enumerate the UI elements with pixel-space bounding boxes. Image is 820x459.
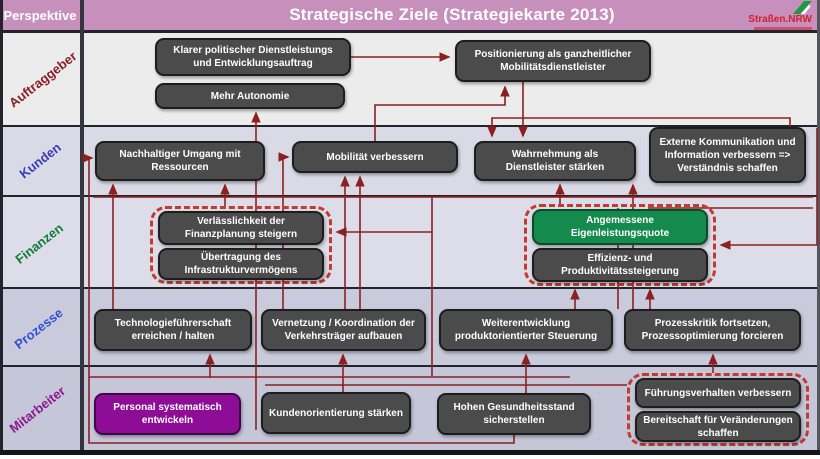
row-auftraggeber xyxy=(0,33,820,127)
goal-box-bereitschaft: Bereitschaft für Veränderungen schaffen xyxy=(635,411,801,442)
title-band: Strategische Ziele (Strategiekarte 2013) xyxy=(84,0,820,30)
goal-box-externe-kommunikation: Externe Kommunikation und Information ve… xyxy=(649,127,806,183)
goal-box-mobilitaet: Mobilität verbessern xyxy=(292,141,458,173)
goal-box-technologie: Technologieführerschaft erreichen / halt… xyxy=(94,309,252,351)
leaf-road-icon xyxy=(793,1,812,14)
goal-box-klarer-auftrag: Klarer politischer Dienstleistungs und E… xyxy=(155,38,351,76)
goal-box-prozesskritik: Prozesskritik fortsetzen, Prozessoptimie… xyxy=(624,309,801,351)
logo-tagline-bar xyxy=(754,27,812,30)
goal-box-mehr-autonomie: Mehr Autonomie xyxy=(155,83,345,109)
goal-box-weiterentwicklung: Weiterentwicklung produktorientierter St… xyxy=(439,309,613,351)
perspective-header-label: Perspektive xyxy=(3,7,77,23)
goal-box-nachhaltiger-umgang: Nachhaltiger Umgang mit Ressourcen xyxy=(95,141,265,181)
logo-text: Straßen.NRW xyxy=(748,14,812,25)
goal-box-kundenorientierung: Kundenorientierung stärken xyxy=(261,392,411,434)
goal-group-mitarbeiter-rechts xyxy=(627,373,809,446)
goal-box-verlaesslichkeit: Verlässlichkeit der Finanzplanung steige… xyxy=(158,211,324,245)
perspective-column-divider xyxy=(80,0,84,450)
goal-group-finanzen-rechts xyxy=(524,204,716,286)
goal-box-wahrnehmung: Wahrnehmung als Dienstleister stärken xyxy=(474,141,636,181)
goal-box-eigenleistungsquote: Angemessene Eigenleistungsquote xyxy=(532,209,708,245)
goal-box-effizienz: Effizienz- und Produktivitätssteigerung xyxy=(532,248,708,282)
goal-box-positionierung: Positionierung als ganzheitlicher Mobili… xyxy=(455,40,651,82)
page-title: Strategische Ziele (Strategiekarte 2013) xyxy=(289,5,615,24)
goal-box-vernetzung: Vernetzung / Koordination der Verkehrstr… xyxy=(261,309,426,351)
goal-box-gesundheit: Hohen Gesundheitsstand sicherstellen xyxy=(437,393,591,435)
goal-group-finanzen-links xyxy=(150,206,332,284)
perspective-header-cell: Perspektive xyxy=(0,0,80,30)
goal-box-personal: Personal systematisch entwickeln xyxy=(94,393,241,435)
strassen-nrw-logo: Straßen.NRW xyxy=(748,1,812,30)
goal-box-uebertragung: Übertragung des Infrastrukturvermögens xyxy=(158,248,324,280)
goal-box-fuehrung: Führungsverhalten verbessern xyxy=(635,378,801,408)
bottom-border-bar xyxy=(0,450,820,455)
